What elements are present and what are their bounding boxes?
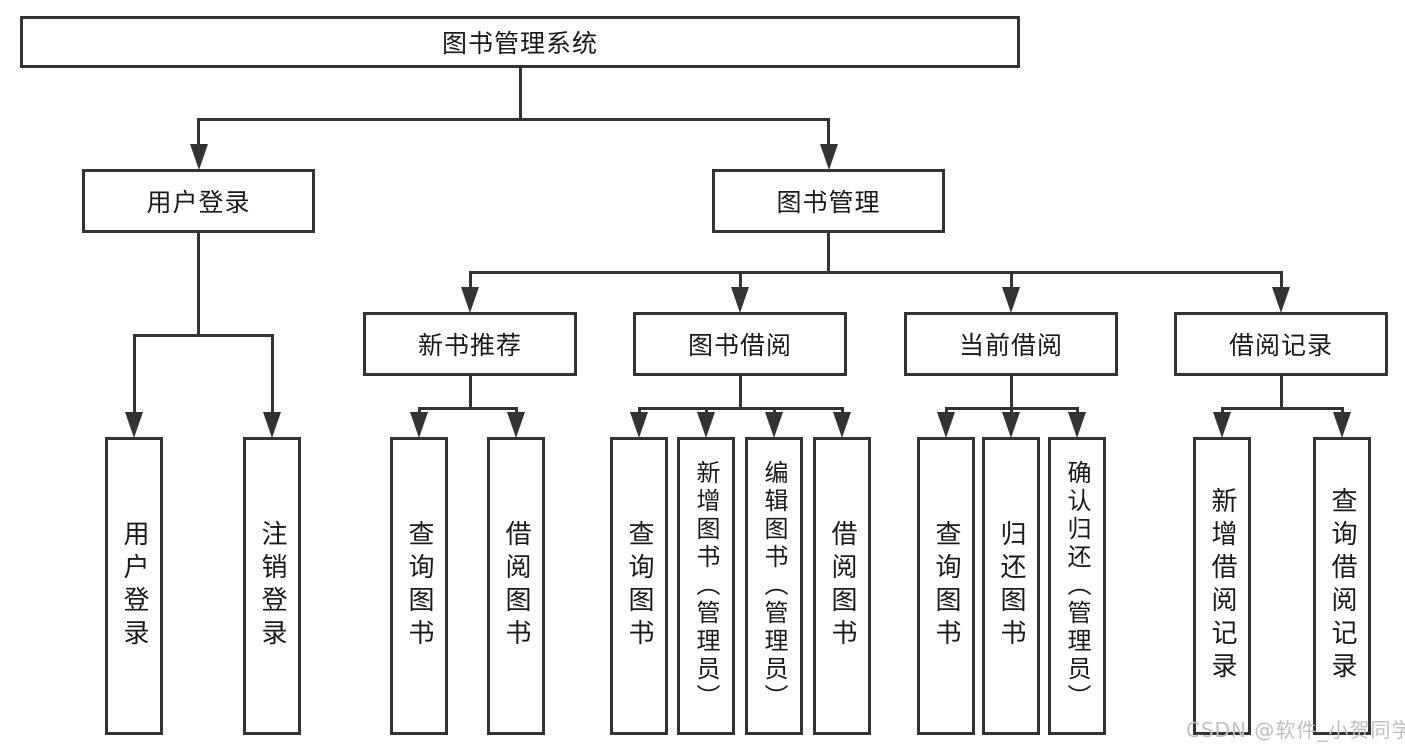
arrowhead-icon: [125, 412, 143, 438]
connector-line: [197, 118, 830, 121]
node-label: 编辑图书（管理员）: [760, 460, 788, 712]
node-current-borrowing: 当前借阅: [904, 312, 1118, 376]
arrowhead-icon: [833, 412, 851, 438]
leaf-logout: 注销登录: [243, 437, 301, 735]
arrowhead-icon: [1002, 287, 1020, 313]
node-borrowing-records: 借阅记录: [1174, 312, 1388, 376]
leaf-add-borrow-record: 新增借阅记录: [1193, 437, 1251, 735]
connector-line: [1220, 407, 1224, 413]
connector-line: [132, 334, 274, 337]
node-user-login: 用户登录: [82, 169, 315, 233]
node-label: 用户登录: [146, 188, 251, 217]
connector-line: [1340, 407, 1344, 413]
arrowhead-icon: [731, 287, 749, 313]
node-label: 查询图书: [931, 520, 961, 652]
connector-line: [1279, 271, 1283, 288]
node-label: 图书借阅: [687, 331, 792, 360]
connector-line: [772, 407, 776, 413]
arrowhead-icon: [1068, 412, 1086, 438]
node-label: 查询图书: [404, 520, 434, 652]
node-label: 借阅记录: [1228, 331, 1333, 360]
connector-line: [827, 118, 830, 145]
leaf-borrow-books: 借阅图书: [487, 437, 545, 735]
node-library-management-system: 图书管理系统: [20, 16, 1020, 68]
connector-line: [738, 271, 742, 288]
node-label: 用户登录: [119, 520, 149, 652]
connector-line: [270, 334, 274, 413]
connector-line: [468, 271, 472, 288]
connector-line: [1075, 407, 1079, 413]
connector-line: [132, 334, 136, 413]
connector-line: [840, 407, 844, 413]
node-label: 新书推荐: [417, 331, 522, 360]
connector-line: [944, 407, 948, 413]
arrowhead-icon: [189, 144, 208, 170]
connector-line: [1009, 407, 1013, 413]
leaf-query-books: 查询图书: [390, 437, 448, 735]
connector-line: [1009, 271, 1013, 288]
node-label: 借阅图书: [827, 520, 857, 652]
connector-line: [704, 407, 708, 413]
leaf-add-books-admin: 新增图书（管理员）: [677, 437, 735, 735]
connector-line: [197, 232, 200, 337]
node-label: 注销登录: [257, 520, 287, 652]
connector-line: [417, 407, 421, 413]
connector-line: [468, 375, 472, 410]
arrowhead-icon: [765, 412, 783, 438]
leaf-return-books: 归还图书: [982, 437, 1040, 735]
node-book-borrowing: 图书借阅: [633, 312, 847, 376]
connector-line: [514, 407, 518, 413]
watermark: CSDN @软件_小贺同学: [1186, 718, 1405, 742]
node-label: 图书管理系统: [441, 29, 598, 58]
leaf-query-books: 查询图书: [917, 437, 975, 735]
connector-line: [1279, 375, 1283, 410]
node-label: 借阅图书: [501, 520, 531, 652]
arrowhead-icon: [630, 412, 648, 438]
node-label: 新增借阅记录: [1207, 487, 1237, 685]
leaf-query-books: 查询图书: [610, 437, 668, 735]
arrowhead-icon: [1002, 412, 1020, 438]
arrowhead-icon: [1213, 412, 1231, 438]
leaf-query-borrow-record: 查询借阅记录: [1313, 437, 1371, 735]
arrowhead-icon: [1333, 412, 1351, 438]
node-label: 确认归还（管理员）: [1063, 460, 1091, 712]
arrowhead-icon: [263, 412, 281, 438]
connector-line: [1009, 375, 1013, 410]
connector-line: [827, 232, 830, 274]
arrowhead-icon: [507, 412, 525, 438]
arrowhead-icon: [697, 412, 715, 438]
connector-line: [417, 407, 518, 410]
leaf-confirm-return-admin: 确认归还（管理员）: [1048, 437, 1106, 735]
node-new-book-recommend: 新书推荐: [363, 312, 577, 376]
leaf-user-login: 用户登录: [105, 437, 163, 735]
node-label: 查询图书: [624, 520, 654, 652]
leaf-edit-books-admin: 编辑图书（管理员）: [745, 437, 803, 735]
node-label: 新增图书（管理员）: [692, 460, 720, 712]
node-label: 归还图书: [996, 520, 1026, 652]
connector-line: [468, 271, 1283, 274]
leaf-borrow-books: 借阅图书: [813, 437, 871, 735]
connector-line: [197, 118, 200, 145]
arrowhead-icon: [461, 287, 479, 313]
connector-line: [637, 407, 641, 413]
node-label: 查询借阅记录: [1327, 487, 1357, 685]
arrowhead-icon: [819, 144, 838, 170]
connector-line: [738, 375, 742, 410]
connector-line: [518, 67, 522, 121]
node-book-management: 图书管理: [712, 169, 945, 233]
connector-line: [637, 407, 844, 410]
arrowhead-icon: [1272, 287, 1290, 313]
connector-line: [1220, 407, 1344, 410]
node-label: 图书管理: [776, 188, 881, 217]
node-label: 当前借阅: [958, 331, 1063, 360]
arrowhead-icon: [937, 412, 955, 438]
arrowhead-icon: [410, 412, 428, 438]
